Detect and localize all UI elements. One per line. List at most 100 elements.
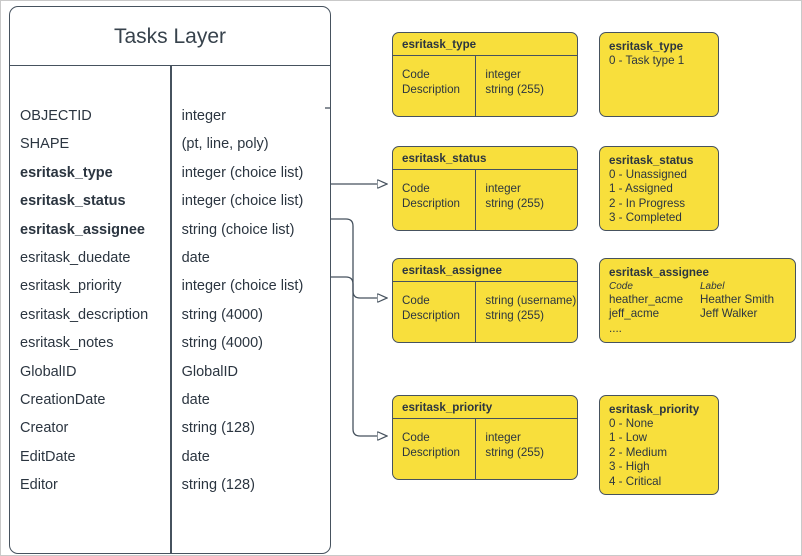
domain-box-title: esritask_priority	[393, 396, 577, 419]
field-name: esritask_type	[20, 164, 113, 181]
domain-box-status: esritask_status Code Description integer…	[392, 146, 578, 231]
assignee-header-row: Code Label	[609, 280, 786, 293]
domain-box-title: esritask_type	[393, 33, 577, 56]
field-name: esritask_description	[20, 306, 149, 323]
field-type: string (128)	[181, 477, 255, 494]
field-type: integer (choice list)	[181, 278, 304, 295]
value-item: 4 - Critical	[609, 474, 662, 488]
domain-row-type: string (username)	[485, 294, 577, 307]
field-name: SHAPE	[20, 136, 70, 153]
layer-field-grid: OBJECTID SHAPE esritask_type esritask_st…	[10, 66, 330, 553]
value-box-type: esritask_type 0 - Task type 1	[599, 32, 719, 117]
assignee-row: ....	[609, 322, 786, 336]
assignee-row: heather_acme Heather Smith	[609, 293, 786, 307]
field-type: string (4000)	[181, 335, 263, 352]
value-item: 2 - Medium	[609, 445, 667, 459]
assignee-label	[700, 322, 786, 336]
field-type: (pt, line, poly)	[181, 136, 269, 153]
domain-row-type: integer	[485, 182, 521, 195]
domain-box-divider	[475, 419, 477, 479]
field-name: Editor	[20, 477, 58, 494]
value-item: 2 - In Progress	[609, 196, 686, 210]
field-name: esritask_priority	[20, 278, 122, 295]
assignee-code: heather_acme	[609, 293, 684, 306]
domain-box-body: Code Description integer string (255)	[393, 56, 577, 116]
field-type: string (128)	[181, 420, 255, 437]
domain-box-body: Code Description integer string (255)	[393, 419, 577, 479]
field-type-column: integer (pt, line, poly) integer (choice…	[172, 66, 330, 553]
value-box-title: esritask_status	[609, 154, 694, 167]
value-box-title: esritask_priority	[609, 403, 700, 416]
field-name: CreationDate	[20, 391, 106, 408]
value-item: 1 - Assigned	[609, 182, 673, 196]
domain-box-names: Code Description	[393, 170, 475, 230]
domain-box-divider	[475, 170, 477, 230]
domain-row-type: string (255)	[485, 196, 545, 210]
domain-row-type: integer	[485, 431, 521, 444]
value-item: 0 - None	[609, 417, 654, 430]
domain-row-type: integer	[485, 68, 521, 81]
value-box-title: esritask_assignee	[609, 266, 709, 279]
value-item: 0 - Unassigned	[609, 168, 687, 181]
layer-title: Tasks Layer	[10, 7, 330, 66]
value-box-status: esritask_status 0 - Unassigned 1 - Assig…	[599, 146, 719, 231]
domain-row-name: Code	[402, 182, 430, 195]
value-item: 1 - Low	[609, 431, 648, 445]
field-type: string (choice list)	[181, 221, 295, 238]
assignee-header-code: Code	[609, 281, 633, 292]
domain-box-priority: esritask_priority Code Description integ…	[392, 395, 578, 480]
domain-box-assignee: esritask_assignee Code Description strin…	[392, 258, 578, 343]
domain-box-names: Code Description	[393, 56, 475, 116]
field-name: esritask_assignee	[20, 221, 145, 238]
domain-row-name: Code	[402, 431, 430, 444]
field-name: EditDate	[20, 448, 76, 465]
field-name: GlobalID	[20, 363, 77, 380]
value-box-title: esritask_type	[609, 40, 684, 53]
field-name-column: OBJECTID SHAPE esritask_type esritask_st…	[10, 66, 170, 553]
domain-box-names: Code Description	[393, 282, 475, 342]
domain-box-body: Code Description integer string (255)	[393, 170, 577, 230]
field-type: GlobalID	[181, 363, 239, 380]
assignee-code: ....	[609, 321, 622, 335]
domain-box-divider	[475, 56, 477, 116]
domain-row-name: Code	[402, 68, 430, 81]
domain-box-names: Code Description	[393, 419, 475, 479]
assignee-label: Heather Smith	[700, 293, 775, 306]
domain-row-name: Code	[402, 294, 430, 307]
domain-box-type: esritask_type Code Description integer s…	[392, 32, 578, 117]
domain-row-type: string (255)	[485, 445, 545, 459]
field-type: string (4000)	[181, 306, 263, 323]
field-type: integer	[181, 108, 226, 124]
domain-row-name: Description	[402, 308, 460, 322]
assignee-code: jeff_acme	[609, 307, 660, 321]
value-box-assignee: esritask_assignee Code Label heather_acm…	[599, 258, 796, 343]
field-name: esritask_notes	[20, 335, 114, 352]
domain-row-type: string (255)	[485, 82, 545, 96]
column-divider	[170, 66, 172, 553]
value-item: 3 - Completed	[609, 211, 682, 225]
field-type: integer (choice list)	[181, 193, 304, 210]
domain-row-type: string (255)	[485, 308, 545, 322]
assignee-value-table: Code Label heather_acme Heather Smith je…	[609, 280, 786, 336]
tasks-layer-table: Tasks Layer OBJECTID SHAPE esritask_type…	[9, 6, 331, 554]
domain-box-title: esritask_assignee	[393, 259, 577, 282]
field-type: integer (choice list)	[181, 164, 304, 181]
assignee-label: Jeff Walker	[700, 307, 758, 321]
field-name: esritask_duedate	[20, 249, 131, 266]
domain-row-name: Description	[402, 445, 460, 459]
field-name: Creator	[20, 420, 69, 437]
domain-row-name: Description	[402, 82, 460, 96]
domain-box-body: Code Description string (username) strin…	[393, 282, 577, 342]
field-name: OBJECTID	[20, 108, 92, 124]
domain-box-title: esritask_status	[393, 147, 577, 170]
domain-row-name: Description	[402, 196, 460, 210]
assignee-header-label: Label	[700, 281, 725, 292]
value-box-priority: esritask_priority 0 - None 1 - Low 2 - M…	[599, 395, 719, 495]
domain-box-divider	[475, 282, 477, 342]
domain-box-types: integer string (255)	[476, 56, 577, 116]
assignee-row: jeff_acme Jeff Walker	[609, 307, 786, 321]
domain-box-types: string (username) string (255)	[476, 282, 577, 342]
value-item: 3 - High	[609, 460, 650, 474]
domain-box-types: integer string (255)	[476, 419, 577, 479]
